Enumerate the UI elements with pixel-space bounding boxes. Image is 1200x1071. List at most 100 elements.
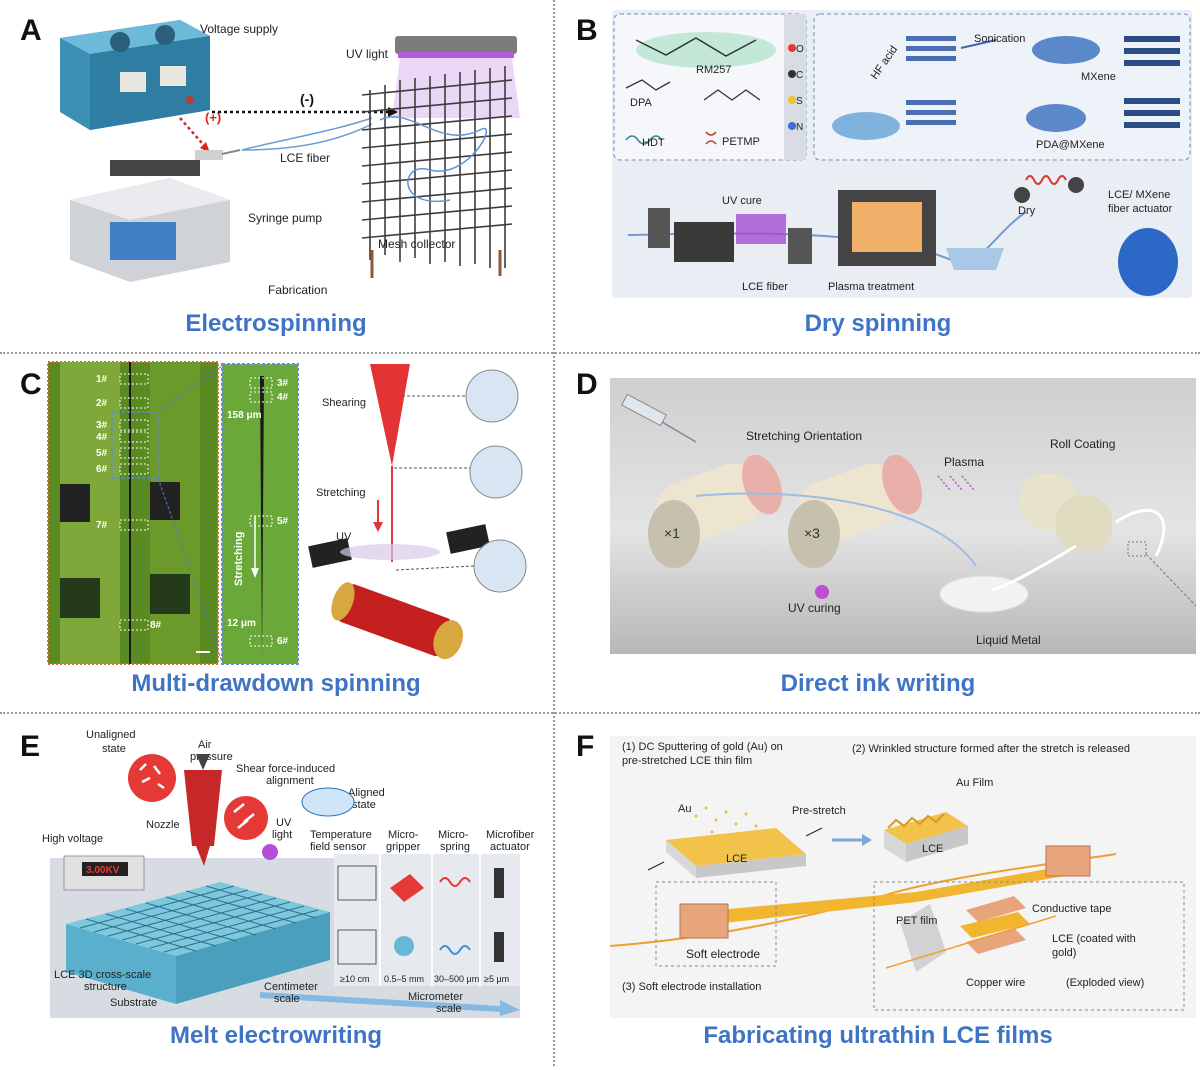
svg-text:UV: UV	[276, 817, 292, 829]
svg-text:UV curing: UV curing	[788, 601, 841, 615]
svg-text:Liquid Metal: Liquid Metal	[976, 633, 1041, 647]
svg-text:×3: ×3	[804, 525, 820, 541]
svg-text:Plasma: Plasma	[944, 455, 984, 469]
svg-text:4#: 4#	[277, 392, 289, 403]
svg-text:Soft electrode: Soft electrode	[686, 947, 760, 961]
panel-a-illustration: Voltage supply UV light (+) (-)	[60, 20, 520, 297]
panel-e-illustration: Unaligned state Air pressure Shear force…	[42, 729, 535, 1018]
syringe-pump	[70, 149, 241, 282]
svg-text:fiber actuator: fiber actuator	[1108, 203, 1173, 215]
panel-letter: D	[576, 368, 598, 401]
svg-text:(+): (+)	[205, 110, 221, 125]
svg-text:Mesh collector: Mesh collector	[378, 237, 455, 251]
svg-text:Unaligned: Unaligned	[86, 729, 136, 741]
svg-text:Temperature: Temperature	[310, 829, 372, 841]
svg-text:158 μm: 158 μm	[227, 410, 262, 421]
svg-text:UV cure: UV cure	[722, 195, 762, 207]
svg-text:Dry: Dry	[1018, 205, 1036, 217]
svg-text:state: state	[102, 743, 126, 755]
svg-text:LCE (coated with: LCE (coated with	[1052, 933, 1136, 945]
svg-text:N: N	[796, 122, 803, 133]
panel-caption: Dry spinning	[804, 310, 952, 337]
svg-text:(3) Soft electrode installatio: (3) Soft electrode installation	[622, 981, 761, 993]
vertical-divider	[553, 0, 555, 1066]
svg-text:Aligned: Aligned	[348, 787, 385, 799]
svg-text:HDT: HDT	[642, 137, 665, 149]
svg-text:LCE fiber: LCE fiber	[280, 151, 330, 165]
svg-text:Stretching: Stretching	[316, 487, 366, 499]
svg-text:≥5 μm: ≥5 μm	[484, 974, 509, 984]
svg-text:C: C	[796, 70, 803, 81]
panel-letter: C	[20, 368, 42, 401]
svg-text:Micro-: Micro-	[388, 829, 419, 841]
svg-text:Conductive tape: Conductive tape	[1032, 903, 1112, 915]
svg-text:PET film: PET film	[896, 915, 937, 927]
svg-text:5#: 5#	[277, 516, 289, 527]
svg-text:gripper: gripper	[386, 841, 421, 853]
svg-text:12 μm: 12 μm	[227, 618, 256, 629]
svg-text:state: state	[352, 799, 376, 811]
svg-text:5#: 5#	[96, 448, 108, 459]
panel-d-illustration: Stretching Orientation ×1 ×3 UV curing P…	[610, 378, 1197, 654]
svg-text:1#: 1#	[96, 374, 108, 385]
svg-text:DPA: DPA	[630, 97, 652, 109]
svg-text:6#: 6#	[277, 636, 289, 647]
svg-text:Substrate: Substrate	[110, 997, 157, 1009]
svg-text:3.00KV: 3.00KV	[86, 865, 120, 876]
svg-text:7#: 7#	[96, 520, 108, 531]
svg-text:LCE 3D cross-scale: LCE 3D cross-scale	[54, 969, 151, 981]
panel-c: C 1# 2# 3# 4# 5# 6#	[0, 356, 552, 712]
svg-text:scale: scale	[274, 993, 300, 1005]
svg-text:Air: Air	[198, 739, 212, 751]
svg-text:6#: 6#	[96, 464, 108, 475]
svg-text:Plasma treatment: Plasma treatment	[828, 281, 914, 293]
mesh-collector	[361, 66, 513, 268]
svg-text:Voltage supply: Voltage supply	[200, 22, 278, 36]
svg-text:0.5–5 mm: 0.5–5 mm	[384, 974, 424, 984]
svg-text:Au: Au	[678, 803, 691, 815]
svg-text:Nozzle: Nozzle	[146, 819, 180, 831]
svg-text:spring: spring	[440, 841, 470, 853]
svg-text:Centimeter: Centimeter	[264, 981, 318, 993]
svg-text:Sonication: Sonication	[974, 33, 1025, 45]
panel-letter: E	[20, 730, 41, 763]
panel-caption: Multi-drawdown spinning	[131, 670, 421, 697]
svg-text:Roll Coating: Roll Coating	[1050, 437, 1115, 451]
panel-a: A Voltage supply UV light	[0, 0, 552, 352]
svg-text:LCE: LCE	[726, 853, 747, 865]
svg-text:Syringe pump: Syringe pump	[248, 211, 322, 225]
voltage-supply	[60, 20, 210, 130]
panel-caption: Direct ink writing	[780, 670, 976, 697]
panel-caption: Melt electrowriting	[169, 1022, 383, 1049]
svg-text:RM257: RM257	[696, 64, 731, 76]
svg-text:Stretching: Stretching	[233, 532, 245, 586]
svg-text:field sensor: field sensor	[310, 841, 367, 853]
svg-text:S: S	[796, 96, 803, 107]
horizontal-divider-2	[0, 712, 1200, 714]
svg-text:Au Film: Au Film	[956, 777, 993, 789]
svg-text:pre-stretched LCE thin film: pre-stretched LCE thin film	[622, 755, 752, 767]
svg-text:LCE: LCE	[922, 843, 943, 855]
svg-text:actuator: actuator	[490, 841, 530, 853]
svg-text:Shearing: Shearing	[322, 397, 366, 409]
panel-b-illustration: RM257 DPA HDT PETMP O C S N HF acid Soni…	[612, 10, 1192, 298]
svg-text:(-): (-)	[300, 91, 314, 107]
svg-text:UV light: UV light	[346, 47, 389, 61]
svg-text:Pre-stretch: Pre-stretch	[792, 805, 846, 817]
svg-text:structure: structure	[84, 981, 127, 993]
svg-text:Micro-: Micro-	[438, 829, 469, 841]
svg-text:3#: 3#	[277, 378, 289, 389]
svg-text:(Exploded view): (Exploded view)	[1066, 977, 1144, 989]
svg-text:pressure: pressure	[190, 751, 233, 763]
panel-caption: Fabricating ultrathin LCE films	[703, 1022, 1053, 1049]
svg-text:O: O	[796, 44, 804, 55]
svg-text:scale: scale	[436, 1003, 462, 1015]
svg-text:Microfiber: Microfiber	[486, 829, 535, 841]
uv-light	[392, 36, 520, 118]
svg-text:light: light	[272, 829, 292, 841]
horizontal-divider-1	[0, 352, 1200, 354]
svg-text:High voltage: High voltage	[42, 833, 103, 845]
svg-text:Fabrication: Fabrication	[268, 283, 327, 297]
svg-text:Shear force-induced: Shear force-induced	[236, 763, 335, 775]
